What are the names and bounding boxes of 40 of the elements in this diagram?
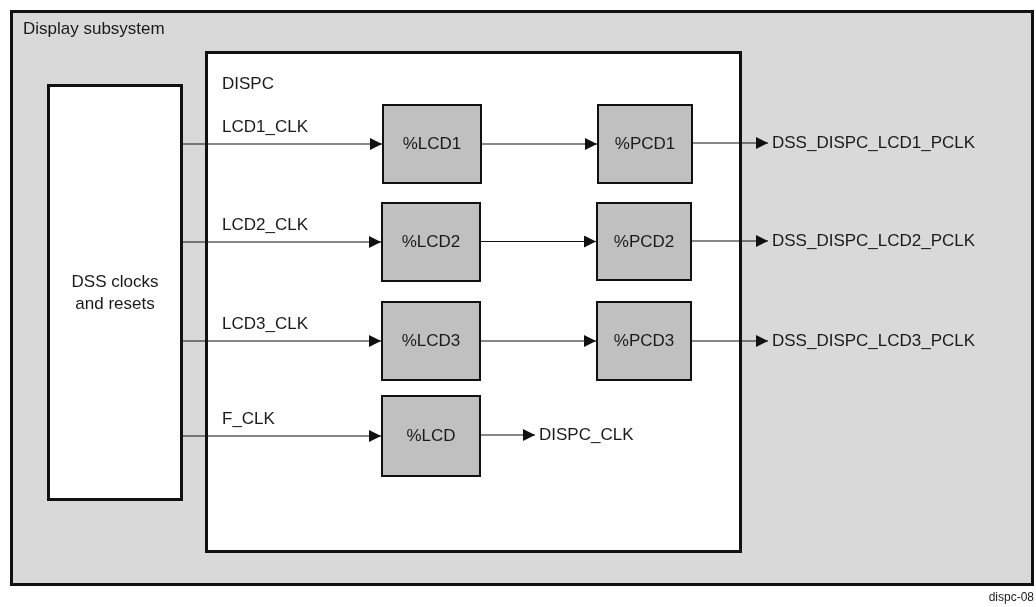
signal-label: DSS_DISPC_LCD1_PCLK	[772, 133, 976, 153]
arrow	[691, 235, 769, 247]
panel-heading: Display subsystem	[23, 19, 165, 39]
arrow	[480, 235, 597, 248]
arrow	[480, 335, 597, 347]
arrow	[691, 335, 769, 347]
arrow	[182, 335, 382, 347]
edge-label: LCD1_CLK	[221, 117, 309, 137]
arrow	[480, 429, 536, 441]
block-label: %LCD1	[402, 134, 462, 154]
divider-block	[381, 202, 481, 282]
subsystem-panel	[10, 10, 1034, 586]
signal-label: DISPC_CLK	[539, 425, 634, 445]
edge-label: LCD3_CLK	[221, 314, 309, 334]
divider-block	[381, 395, 481, 477]
divider-block	[596, 301, 692, 381]
panel-heading: DISPC	[222, 74, 274, 94]
arrow	[182, 430, 382, 442]
block-label: DSS clocks and resets	[70, 270, 160, 315]
figure-id: dispc-08	[988, 590, 1034, 604]
module-panel	[205, 51, 742, 553]
divider-block	[382, 104, 482, 184]
block-label: %PCD1	[614, 134, 676, 154]
arrow	[481, 138, 598, 150]
edge-label: F_CLK	[221, 409, 276, 429]
block-label: %PCD2	[613, 231, 675, 252]
divider-block	[596, 202, 692, 281]
block-label: %LCD	[406, 426, 456, 446]
block-label: %LCD2	[401, 232, 461, 252]
clock-source-block	[47, 84, 183, 501]
arrow	[182, 138, 383, 150]
arrow	[692, 137, 769, 149]
divider-block	[381, 301, 481, 381]
arrow	[182, 236, 382, 248]
divider-block	[597, 104, 693, 184]
signal-label: DSS_DISPC_LCD3_PCLK	[772, 331, 976, 351]
edge-label: LCD2_CLK	[221, 215, 309, 235]
block-label: %LCD3	[401, 331, 461, 351]
block-label: %PCD3	[613, 331, 675, 351]
signal-label: DSS_DISPC_LCD2_PCLK	[772, 231, 976, 251]
